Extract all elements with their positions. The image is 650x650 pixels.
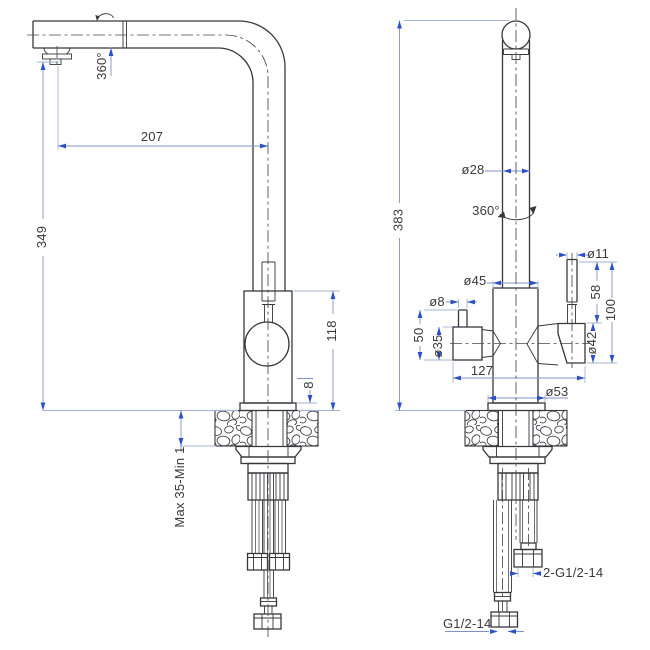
dim-handle-diameter: ø42 xyxy=(584,331,599,354)
dim-base-height: 8 xyxy=(301,381,316,388)
dim-body-height: 118 xyxy=(324,320,339,341)
dim-swivel-side: 360° xyxy=(94,52,109,80)
dim-body-width: 127 xyxy=(471,363,493,378)
thread-pipe-side xyxy=(264,606,273,614)
ball-joint xyxy=(244,321,290,367)
dim-hose-thread: G1/2-14 xyxy=(443,616,491,631)
swivel-arrowhead-side xyxy=(95,15,100,21)
hose-short xyxy=(519,500,538,543)
spout-joint xyxy=(122,21,127,48)
hose-c xyxy=(274,500,286,554)
centerlines xyxy=(27,8,590,637)
countertop-front-left xyxy=(464,409,499,447)
shank-cylinder-front xyxy=(497,462,539,474)
sleeve-ribs-side xyxy=(251,473,285,500)
countertop-section-left xyxy=(214,409,253,447)
sleeve-ribs-front xyxy=(501,473,535,500)
dim-height-to-outlet: 349 xyxy=(34,226,49,248)
dim-counter-thickness: Max 35-Min 1 xyxy=(172,446,187,527)
hose-b xyxy=(263,500,274,598)
dim-hose-thread-pair: 2-G1/2-14 xyxy=(543,565,603,580)
mounting-nut-facets xyxy=(248,447,289,457)
dim-body-diameter: ø45 xyxy=(463,273,486,288)
hose-short-nut xyxy=(513,548,543,568)
countertop-front-right xyxy=(532,409,568,447)
base-flange-front xyxy=(487,402,546,412)
dim-flange-diameter: ø53 xyxy=(545,384,568,399)
dim-lever-height: 58 xyxy=(588,285,603,300)
dim-overall-height: 383 xyxy=(391,209,406,231)
shank-side xyxy=(251,410,288,446)
dim-swivel-front: 360° xyxy=(472,203,500,218)
mounting-ring-front xyxy=(489,456,546,465)
ferrule-side xyxy=(259,597,278,607)
hose-nut-a xyxy=(246,552,269,571)
dim-handle-overall-height: 100 xyxy=(603,299,618,321)
hose-nut-c xyxy=(268,552,291,571)
dim-filter-block-diameter: ø35 xyxy=(430,334,445,357)
dim-pipe-diameter: ø28 xyxy=(461,162,484,177)
lever-side xyxy=(261,261,276,322)
dim-reach: 207 xyxy=(141,129,163,144)
hose-long-nut xyxy=(490,611,519,628)
mounting-nut-side xyxy=(235,445,302,458)
dim-lever-diameter: ø11 xyxy=(587,246,609,261)
handle-block xyxy=(557,322,586,364)
front-view: 383 ø28 360° ø45 ø8 50 ø35 ø11 58 100 ø4… xyxy=(391,20,618,634)
countertop-section-right xyxy=(286,409,319,447)
swivel-arc-side xyxy=(96,13,114,21)
spout-tip-front xyxy=(503,48,529,55)
dim-filter-port-height: 50 xyxy=(411,328,426,343)
shank-front xyxy=(498,410,534,446)
spout-outline-inner xyxy=(33,47,254,291)
bottom-nut-side xyxy=(253,613,282,630)
hose-long-thread xyxy=(498,601,508,612)
dim-filter-port-diameter: ø8 xyxy=(429,294,445,309)
filter-port-pipe xyxy=(457,309,468,327)
mounting-nut-front xyxy=(482,445,553,458)
handle-joint xyxy=(526,323,559,366)
spout-outline-outer xyxy=(33,20,286,291)
hose-a xyxy=(251,500,263,554)
ribbed-sleeve-front xyxy=(497,472,539,501)
hose-long xyxy=(493,500,512,593)
riser-pipe xyxy=(501,40,531,288)
side-view: 207 349 360° 118 8 Max 35-Min 1 xyxy=(32,13,340,630)
